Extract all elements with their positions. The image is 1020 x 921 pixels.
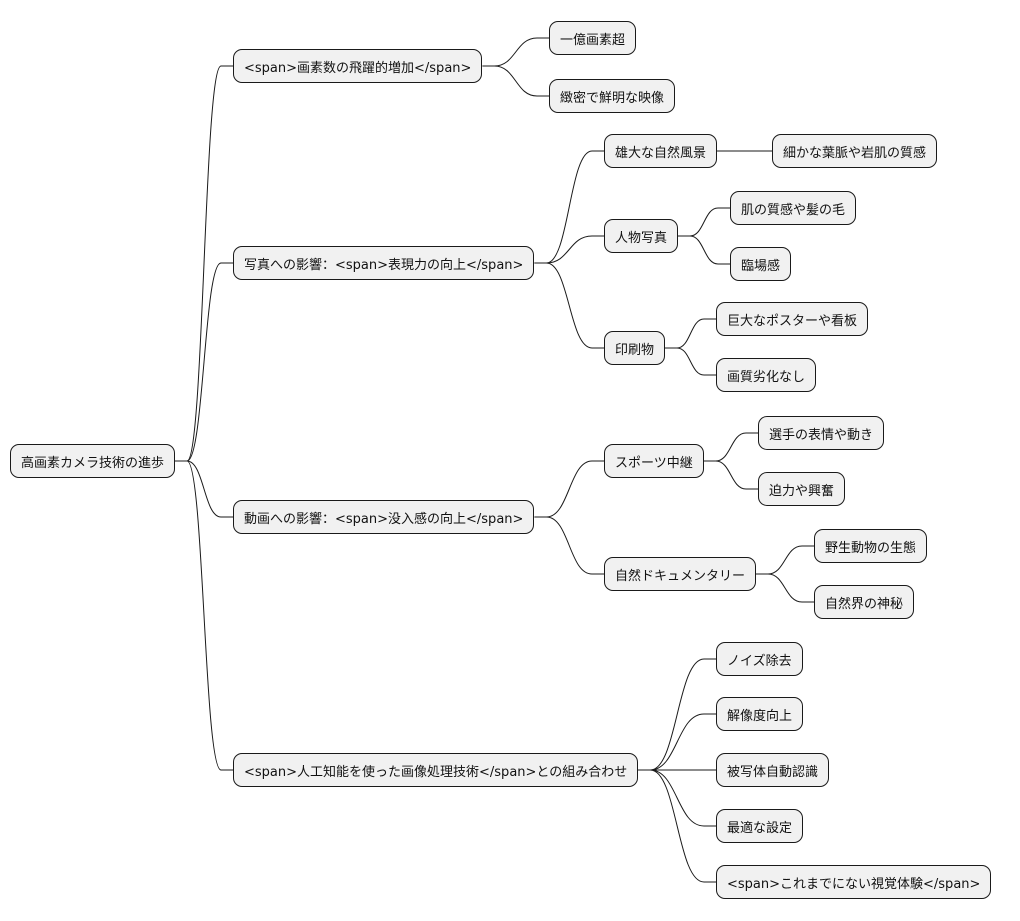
branch-node-video-impact[interactable]: 動画への影響：<span>没入感の向上</span> (233, 500, 535, 534)
edge-root-b2 (175, 460, 233, 518)
edge-b3-c4 (638, 769, 716, 883)
leaf-node[interactable]: <span>これまでにない視覚体験</span> (716, 865, 992, 899)
edge-b2-c1-g0 (756, 545, 814, 575)
sub-node[interactable]: 雄大な自然風景 (604, 134, 718, 168)
leaf-node[interactable]: 巨大なポスターや看板 (716, 302, 869, 336)
edge-b2-c0-g1 (703, 460, 758, 490)
leaf-node[interactable]: 画質劣化なし (716, 358, 817, 392)
edge-b2-c0-g0 (703, 432, 758, 462)
leaf-node[interactable]: 解像度向上 (716, 697, 804, 731)
leaf-node[interactable]: ノイズ除去 (716, 642, 803, 676)
edge-b1-c2 (534, 262, 604, 349)
branch-node-pixel-count[interactable]: <span>画素数の飛躍的増加</span> (233, 49, 483, 83)
edge-b2-c1 (534, 516, 604, 575)
edge-b1-c2-g1 (665, 347, 716, 376)
leaf-node[interactable]: 緻密で鮮明な映像 (549, 79, 676, 113)
edge-root-b1 (175, 262, 233, 462)
leaf-node[interactable]: 迫力や興奮 (758, 472, 846, 506)
leaf-node[interactable]: 野生動物の生態 (814, 529, 928, 563)
sub-node[interactable]: 印刷物 (604, 331, 666, 365)
edge-b3-c1 (638, 713, 716, 771)
sub-node[interactable]: スポーツ中継 (604, 444, 704, 478)
leaf-node[interactable]: 臨場感 (730, 247, 792, 281)
leaf-node[interactable]: 細かな葉脈や岩肌の質感 (772, 134, 938, 168)
edge-b1-c1-g1 (678, 235, 730, 265)
branch-node-ai-processing[interactable]: <span>人工知能を使った画像処理技術</span>との組み合わせ (233, 753, 639, 787)
sub-node[interactable]: 自然ドキュメンタリー (604, 557, 757, 591)
leaf-node[interactable]: 被写体自動認識 (716, 753, 830, 787)
edge-b1-c1 (534, 235, 604, 264)
edge-root-b3 (175, 460, 233, 771)
leaf-node[interactable]: 肌の質感や髪の毛 (730, 191, 857, 225)
edge-b0-c1 (482, 65, 549, 97)
leaf-node[interactable]: 一億画素超 (549, 21, 637, 55)
edge-root-b0 (175, 65, 233, 462)
sub-node[interactable]: 人物写真 (604, 219, 679, 253)
edge-b0-c0 (482, 37, 549, 67)
edge-b3-c0 (638, 658, 716, 771)
root-node[interactable]: 高画素カメラ技術の進歩 (10, 444, 176, 478)
edge-b3-c3 (638, 769, 716, 827)
edge-b2-c0 (534, 460, 604, 518)
edge-b2-c1-g1 (756, 573, 814, 603)
leaf-node[interactable]: 最適な設定 (716, 809, 804, 843)
edge-b1-c2-g0 (665, 318, 716, 349)
leaf-node[interactable]: 自然界の神秘 (814, 585, 915, 619)
edge-b1-c0 (534, 150, 604, 264)
leaf-node[interactable]: 選手の表情や動き (758, 416, 885, 450)
branch-node-photo-impact[interactable]: 写真への影響：<span>表現力の向上</span> (233, 246, 535, 280)
edge-b1-c1-g0 (678, 207, 730, 237)
